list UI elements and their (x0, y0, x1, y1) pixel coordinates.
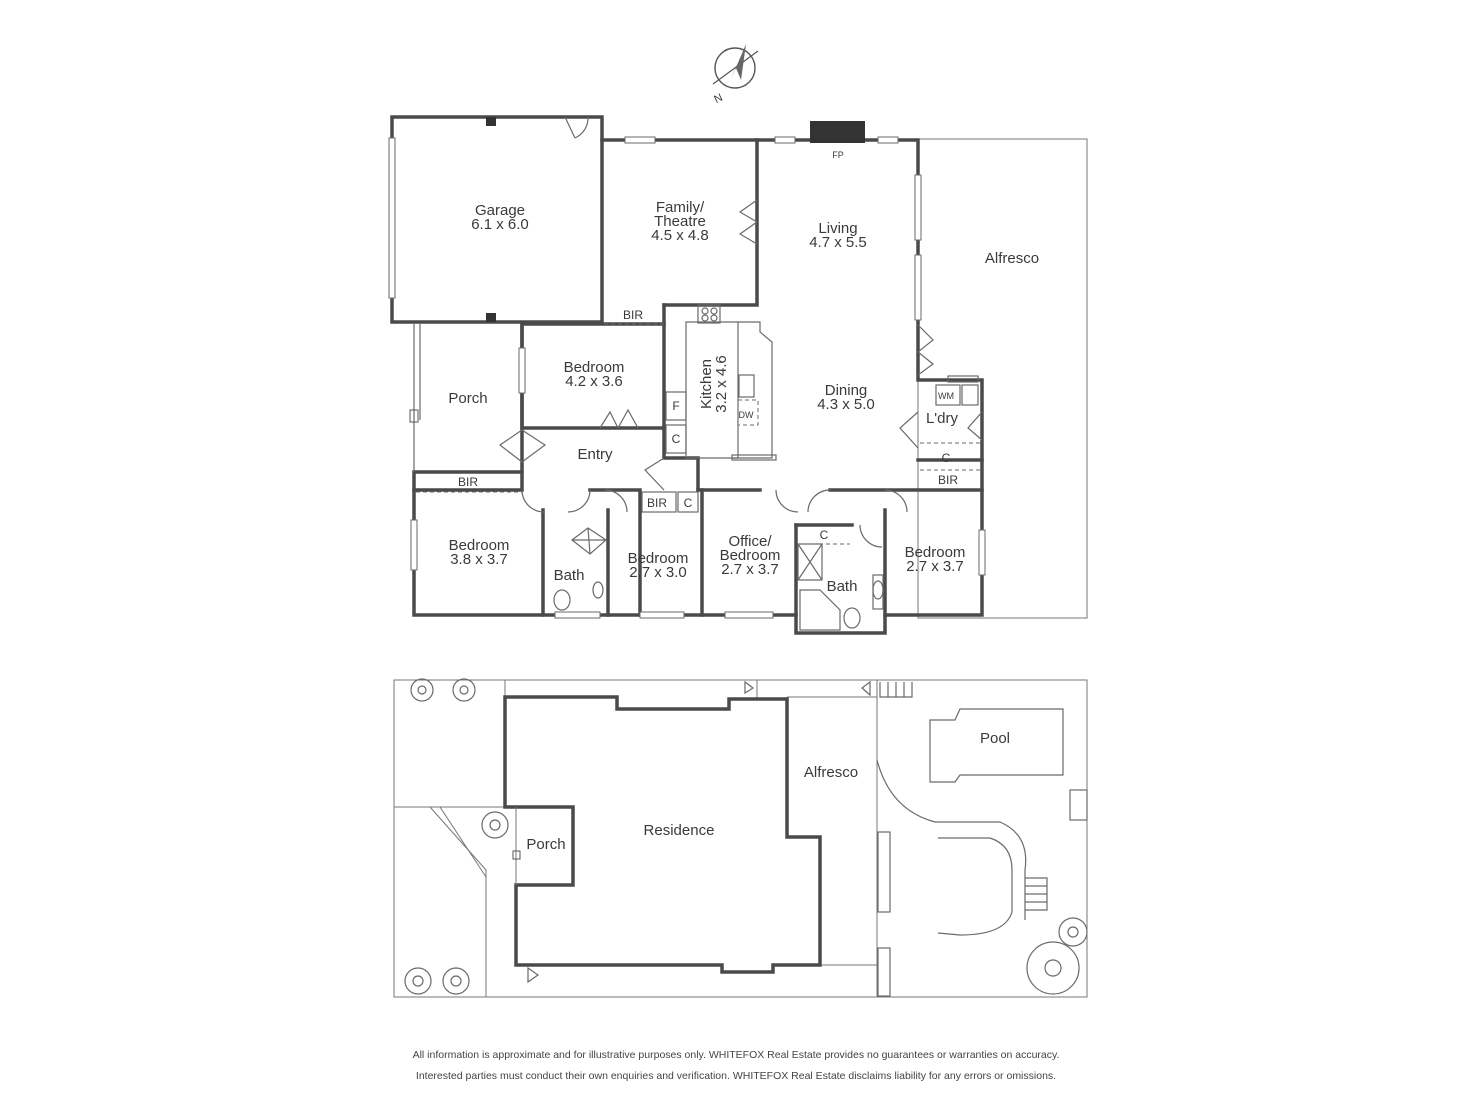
site-residence-label: Residence (644, 822, 715, 839)
residence-outline (503, 695, 822, 974)
house-outer-walls (412, 138, 984, 635)
site-plan: Residence Alfresco Porch Pool (393, 678, 1088, 998)
c-label-entry: C (684, 496, 693, 510)
bir-label-top: BIR (623, 308, 643, 322)
site-pool-label: Pool (980, 730, 1010, 747)
family-size: 4.5 x 4.8 (651, 227, 709, 244)
garage-size: 6.1 x 6.0 (471, 216, 529, 233)
site-boundary (393, 679, 1088, 998)
office-label: Office/ (728, 533, 772, 550)
bedroom-3837-size: 3.8 x 3.7 (450, 551, 508, 568)
pool-outline (929, 708, 1064, 783)
bedroom-2730-label: Bedroom (628, 550, 689, 567)
bir-label-right: BIR (938, 473, 958, 487)
bir-label-left: BIR (458, 475, 478, 489)
bedroom-2730-size: 2.7 x 3.0 (629, 564, 687, 581)
fireplace (810, 121, 865, 143)
dining-size: 4.3 x 5.0 (817, 396, 875, 413)
kitchen-size: 3.2 x 4.6 (713, 355, 730, 413)
porch-label: Porch (448, 390, 487, 407)
kitchen-label: Kitchen (698, 359, 715, 409)
bedroom-3837-label: Bedroom (449, 537, 510, 554)
c-label-kitchen: C (672, 432, 681, 446)
bath-1-label: Bath (554, 567, 585, 584)
family-label: Family/ (656, 199, 705, 216)
site-porch-label: Porch (526, 836, 565, 853)
fixture-labels: FP BIR BIR BIR BIR F C C C C DW WM (458, 150, 958, 542)
living-size: 4.7 x 5.5 (809, 234, 867, 251)
site-alfresco-label: Alfresco (804, 764, 858, 781)
bath-2-label: Bath (827, 578, 858, 595)
office-size: 2.7 x 3.7 (721, 561, 779, 578)
compass-north-label: N (712, 92, 724, 106)
compass-icon: N (712, 44, 759, 106)
office-label-2: Bedroom (720, 547, 781, 564)
family-label-2: Theatre (654, 213, 706, 230)
disclaimer-line-2: Interested parties must conduct their ow… (415, 1070, 1057, 1082)
bir-label-mid: BIR (647, 496, 667, 510)
alfresco-label: Alfresco (985, 250, 1039, 267)
room-labels: Garage 6.1 x 6.0 Family/ Theatre 4.5 x 4… (448, 199, 1039, 595)
bedroom-4236-label: Bedroom (564, 359, 625, 376)
laundry-label: L'dry (926, 410, 959, 427)
dining-label: Dining (825, 382, 868, 399)
dw-label: DW (739, 410, 754, 420)
bedroom-2737-size: 2.7 x 3.7 (906, 558, 964, 575)
bedroom-2737-label: Bedroom (905, 544, 966, 561)
ground-floor-plan (388, 115, 1088, 635)
wm-label: WM (938, 391, 954, 401)
plant-icon (404, 678, 1088, 995)
c-label-bath: C (820, 528, 829, 542)
bedroom-4236-size: 4.2 x 3.6 (565, 373, 623, 390)
c-label-laundry: C (942, 451, 951, 465)
living-label: Living (818, 220, 857, 237)
garage-label: Garage (475, 202, 525, 219)
f-label: F (672, 399, 679, 413)
disclaimer-line-1: All information is approximate and for i… (412, 1049, 1060, 1061)
fp-label: FP (832, 150, 844, 160)
entry-label: Entry (577, 446, 613, 463)
